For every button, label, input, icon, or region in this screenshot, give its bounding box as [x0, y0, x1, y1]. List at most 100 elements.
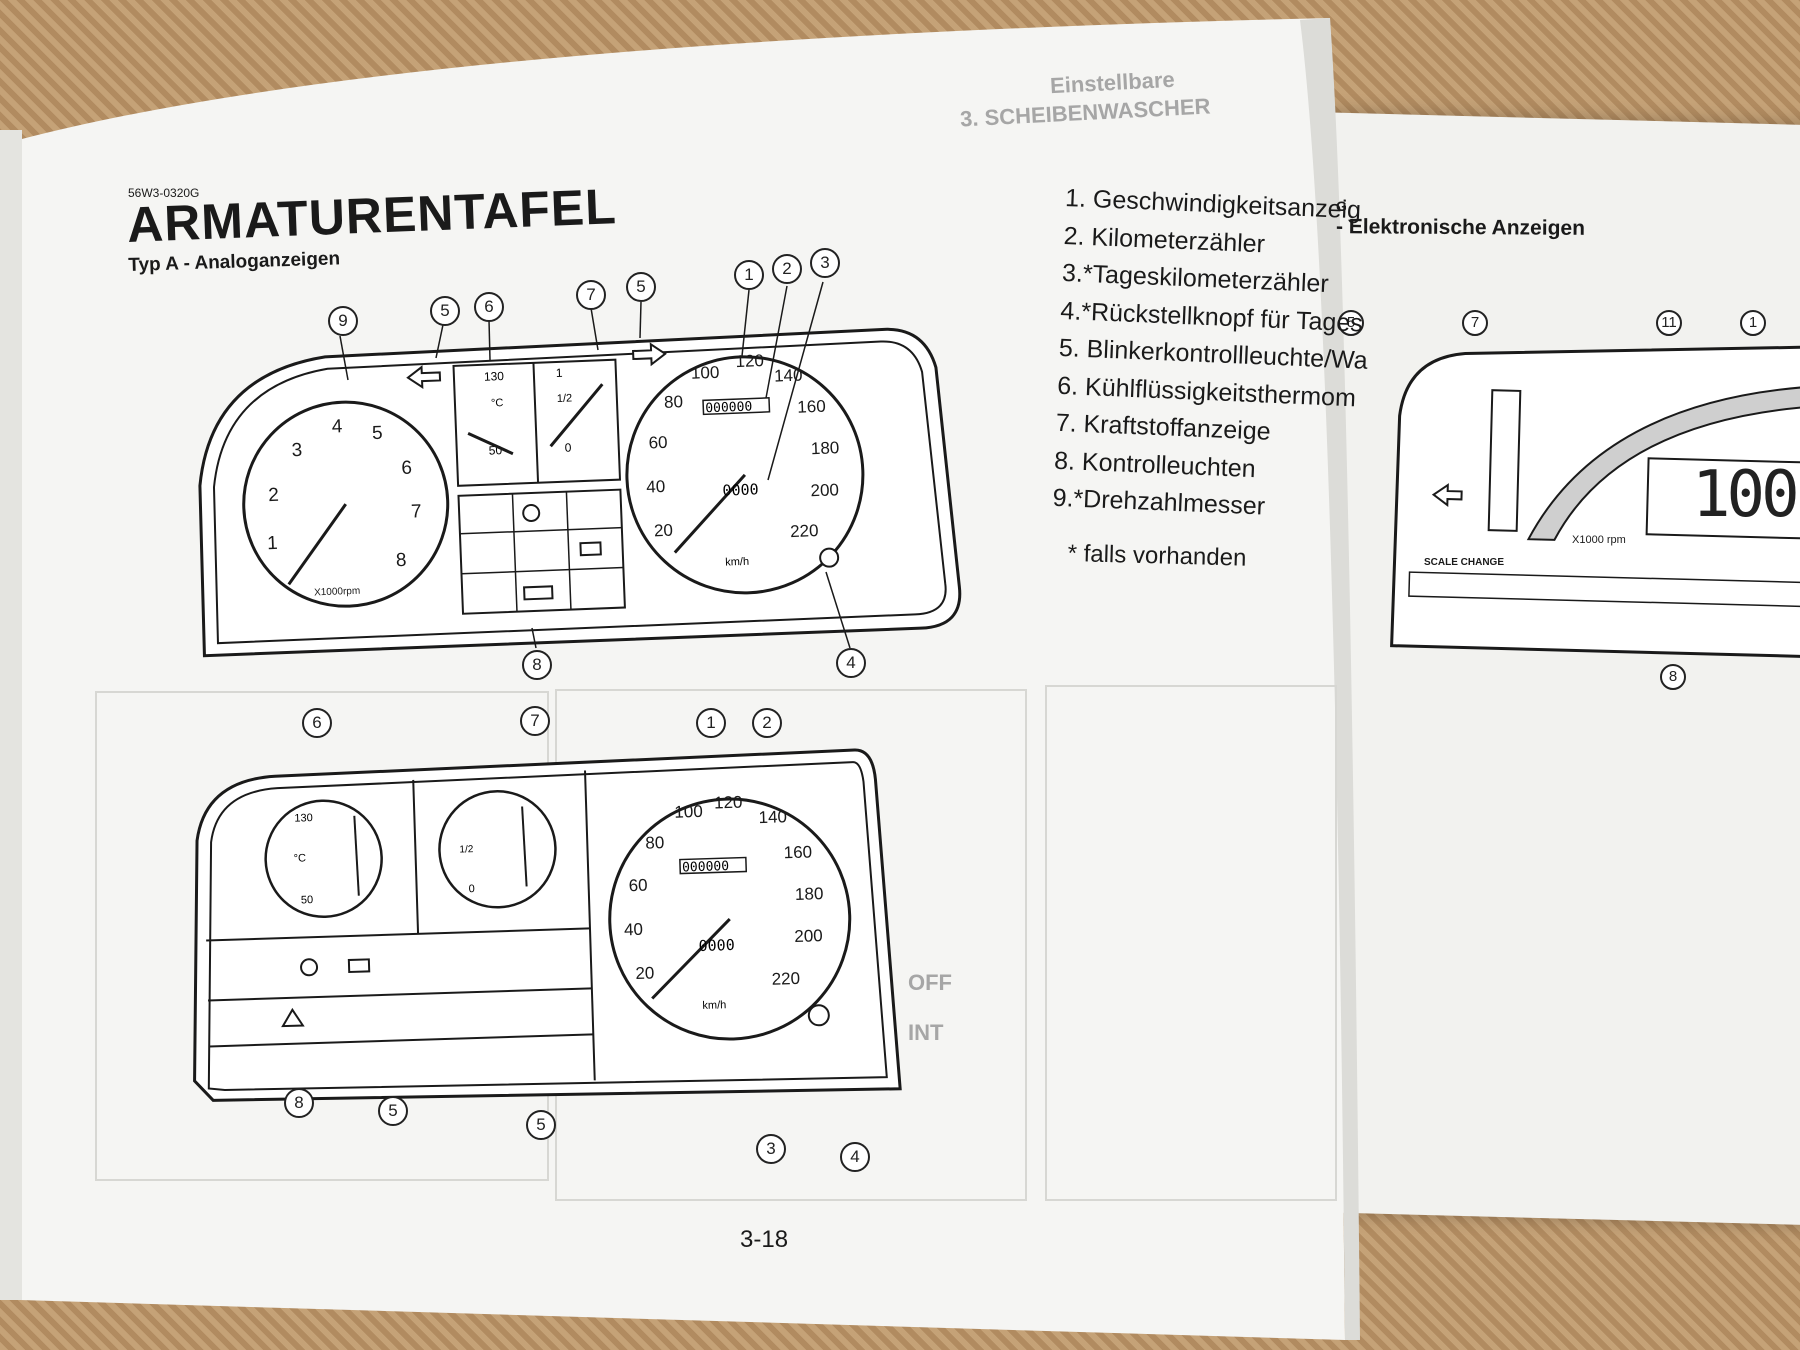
tripmeter-digits: 0000: [722, 480, 759, 499]
tachometer-needle: [287, 503, 347, 586]
fuel-label-half: 1/2: [557, 392, 573, 405]
speed-number: 120: [735, 351, 764, 371]
speed-number: 120: [714, 793, 743, 813]
speed-number: 40: [646, 477, 666, 497]
temp-needle: [467, 432, 514, 456]
digital-display: [1645, 457, 1800, 540]
speed-number: 140: [758, 807, 787, 827]
speedometer-needle: [673, 473, 747, 554]
scale-change-label: SCALE CHANGE: [1424, 557, 1505, 568]
fuel-gauge-dial: [438, 790, 557, 909]
speed-number: 80: [645, 833, 665, 853]
book-edge: [0, 130, 22, 1300]
speed-number: 180: [811, 438, 840, 458]
callout-2: 2: [772, 254, 802, 284]
callout-4: 4: [836, 648, 866, 678]
rpm-unit-label: X1000 rpm: [1572, 534, 1626, 546]
temp-label-high: 130: [484, 369, 505, 384]
temp-label-high: 130: [294, 812, 313, 825]
temp-needle: [353, 815, 360, 896]
tach-number: 4: [331, 416, 343, 437]
battery-warning-icon: [347, 958, 371, 974]
callout-8: 8: [284, 1088, 314, 1118]
callout-5: 5: [430, 296, 460, 326]
page-number: 3-18: [740, 1226, 789, 1253]
odometer-box: [679, 856, 748, 875]
callout-8: 8: [1660, 664, 1686, 690]
bleed-through-int: INT: [908, 1020, 944, 1045]
legend-list: 1. Geschwindigkeitsanzeig 2. Kilometerzä…: [1052, 180, 1375, 530]
tach-number: 7: [411, 501, 422, 522]
fuel-needle: [549, 383, 604, 448]
callout-leaders: [339, 281, 851, 649]
washer-fluid-icon: [523, 585, 554, 601]
speedometer-numbers: 20 40 60 80 100 120 140 160 180 200 220: [624, 793, 824, 989]
speed-number: 160: [783, 842, 812, 862]
fuel-needle: [521, 806, 528, 887]
tach-number: 3: [291, 440, 302, 461]
speed-number: 200: [810, 480, 839, 500]
speed-number: 220: [790, 521, 819, 541]
left-turn-arrow-icon: [1431, 483, 1463, 508]
odometer-digits: 000000: [682, 859, 729, 875]
digital-speed-readout: 100: [1692, 458, 1800, 532]
tach-number: 6: [401, 458, 412, 479]
callout-9: 9: [328, 306, 358, 336]
callout-7: 7: [1462, 310, 1488, 336]
speed-number: 20: [635, 963, 655, 983]
trip-reset-knob: [807, 1004, 830, 1027]
tripmeter-digits: 0000: [698, 936, 735, 955]
speed-number: 60: [648, 433, 668, 453]
callout-5: 5: [626, 272, 656, 302]
bar-gauge: [1487, 389, 1522, 532]
callout-1: 1: [734, 260, 764, 290]
temp-gauge-dial: [264, 799, 383, 919]
tach-unit: X1000rpm: [314, 586, 361, 599]
speed-number: 100: [691, 363, 720, 383]
callout-3: 3: [756, 1134, 786, 1164]
left-turn-arrow-icon: [406, 365, 442, 390]
speed-number: 200: [794, 926, 823, 946]
callout-7: 7: [576, 280, 606, 310]
callout-3: 3: [810, 248, 840, 278]
ghost-frame-c: [1045, 685, 1337, 1201]
callout-5: 5: [526, 1110, 556, 1140]
callout-2: 2: [752, 708, 782, 738]
temp-label-unit: °C: [293, 852, 306, 864]
callout-11: 11: [1656, 310, 1682, 336]
fuel-label-empty: 0: [564, 440, 572, 454]
fuel-label-full: 1: [556, 366, 564, 380]
battery-warning-icon: [579, 541, 602, 557]
temp-label-unit: °C: [491, 397, 504, 409]
callout-6: 6: [474, 292, 504, 322]
page-curl: [1300, 18, 1360, 1340]
speed-unit: km/h: [725, 556, 749, 569]
odometer-box: [702, 397, 771, 416]
callout-7: 7: [520, 706, 550, 736]
footnote: * falls vorhanden: [1067, 540, 1247, 572]
bleed-through-off: OFF: [908, 970, 952, 995]
rpm-arc: [1526, 385, 1800, 541]
document-code: 56W3-0320G: [128, 186, 200, 200]
callout-5: 5: [378, 1096, 408, 1126]
speedometer-needle: [651, 917, 731, 1000]
right-page-heading: - Elektronische Anzeigen: [1335, 215, 1586, 240]
speed-number: 60: [628, 876, 648, 896]
callout-6: 6: [302, 708, 332, 738]
electronic-warning-strip: [1408, 571, 1800, 608]
fuel-label-half: 1/2: [459, 844, 474, 855]
tachometer-numbers: 1 2 3 4 5 6 7 8: [267, 416, 422, 571]
right-page-heading-prefix: G: [1336, 198, 1347, 214]
tach-number: 1: [267, 533, 278, 554]
speed-number: 100: [674, 802, 703, 822]
speed-number: 40: [624, 920, 644, 940]
brake-warning-icon: [522, 504, 541, 523]
trip-reset-knob: [819, 547, 840, 568]
speed-unit: km/h: [702, 999, 726, 1012]
bottom-instrument-panel: 130 °C 50 1/2 0 20 40 60 80 100 120 140 …: [193, 748, 902, 1102]
brake-warning-icon: [300, 958, 319, 977]
top-instrument-panel: 1 2 3 4 5 6 7 8 X1000rpm 130 °C 50 1 1/2…: [198, 327, 962, 658]
callout-8: 8: [522, 650, 552, 680]
